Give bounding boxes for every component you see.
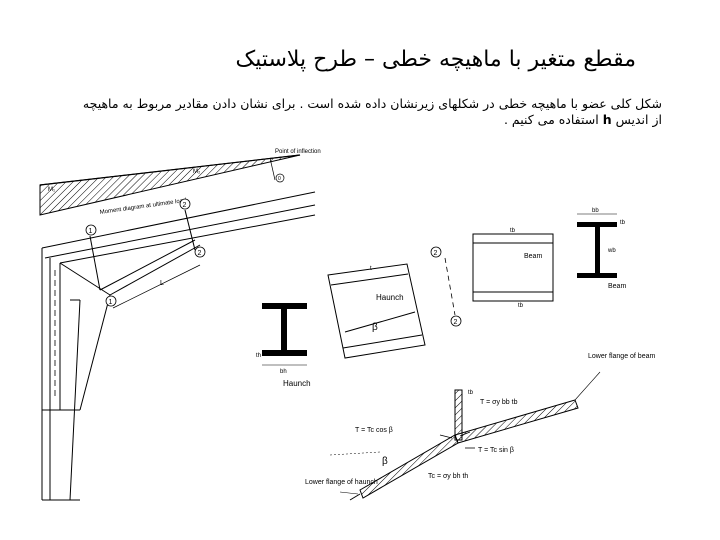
bb-label: bb xyxy=(592,208,599,214)
bh-label: bh xyxy=(280,369,287,375)
haunch-beta: β xyxy=(372,322,378,333)
haunch-label: Haunch xyxy=(376,293,404,302)
haunch-section-label: Haunch xyxy=(283,379,311,388)
slide-paragraph: شکل کلی عضو با ماهیچه خطی در شکلهای زیرن… xyxy=(70,96,662,128)
m2-label: M₂ xyxy=(193,169,201,175)
tb-label-bottom: tb xyxy=(518,303,524,309)
tb-label-section: tb xyxy=(620,220,626,226)
beam-label: Beam xyxy=(524,253,542,260)
marker-1-bottom: 1 xyxy=(109,299,113,306)
tb-label-top: tb xyxy=(510,228,516,234)
marker-2-top: 2 xyxy=(183,202,187,209)
eq-t: T = σy bb tb xyxy=(480,399,518,406)
marker-0: 0 xyxy=(278,176,281,182)
tb-label-force: tb xyxy=(468,390,474,396)
portal-frame xyxy=(41,191,316,501)
eq-tc: Tc = σy bh th xyxy=(428,473,468,480)
length-label: L xyxy=(160,280,164,287)
paragraph-line-2-post: استفاده می کنیم . xyxy=(503,112,603,127)
marker-2-bottom: 2 xyxy=(198,250,202,257)
lower-flange-beam-label: Lower flange of beam xyxy=(588,353,655,360)
force-beta: β xyxy=(382,456,388,467)
paragraph-line-2-pre: از اندیس xyxy=(611,112,662,127)
wb-label: wb xyxy=(607,248,616,254)
force-diagram: T = σy bb tb T = Tc cos β T = Tc sin β T… xyxy=(305,353,655,501)
eq-tc-cos: T = Tc cos β xyxy=(355,427,393,434)
eq-tc-sin: T = Tc sin β xyxy=(478,447,514,454)
beam-i-section: bb tb wb Beam xyxy=(577,208,626,290)
marker-2-mid: 2 xyxy=(434,250,438,257)
paragraph-symbol-h: h xyxy=(602,112,612,127)
marker-2-low: 2 xyxy=(454,319,458,326)
th-label: th xyxy=(256,353,261,359)
lower-flange-haunch-label: Lower flange of haunch xyxy=(305,479,378,486)
marker-1-top: 1 xyxy=(89,228,93,235)
haunch-i-section: bh th Haunch xyxy=(256,303,311,388)
m1-label: M₁ xyxy=(48,187,55,193)
point-of-inflection-label: Point of inflection xyxy=(275,149,321,155)
slide-title: مقطع متغیر با ماهیچه خطی – طرح پلاستیک xyxy=(235,47,636,72)
moment-diagram-label: Moment diagram at ultimate load xyxy=(99,198,186,216)
haunch-segment: Haunch β t xyxy=(327,263,426,359)
t-label: t xyxy=(370,266,372,272)
beam-segment: Beam tb tb xyxy=(472,228,554,309)
paragraph-line-1: شکل کلی عضو با ماهیچه خطی در شکلهای زیرن… xyxy=(82,96,662,111)
beam-section-label: Beam xyxy=(608,283,626,290)
